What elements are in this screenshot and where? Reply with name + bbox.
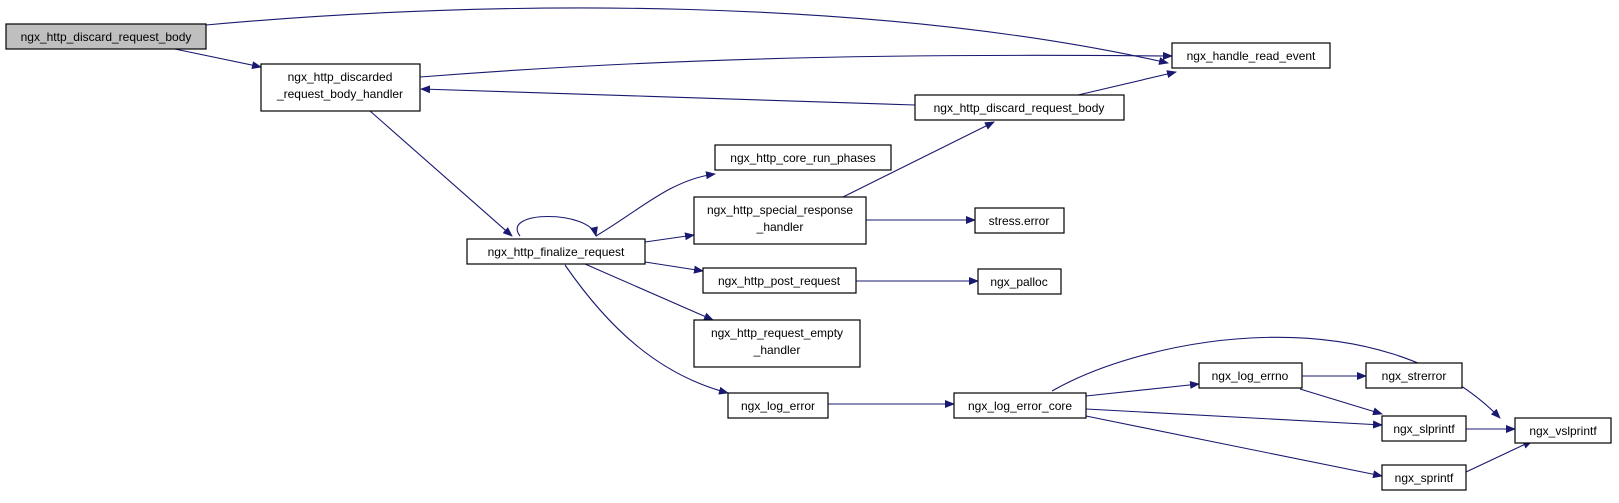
edge-log-errno-to-slprintf [1299,388,1383,416]
node-label: ngx_http_core_run_phases [730,151,875,165]
node-label-line2: _handler [753,343,801,357]
edge-discarded-handler-to-handle-read-event [419,51,1173,78]
node-label: ngx_http_discard_request_body [21,30,192,44]
node-ngx-palloc[interactable]: ngx_palloc [977,268,1062,295]
edge-finalize-request-to-special-response [644,232,695,243]
node-label: ngx_vslprintf [1529,424,1597,438]
node-ngx-strerror[interactable]: ngx_strerror [1365,362,1463,389]
node-ngx-http-discarded-request-body-handler[interactable]: ngx_http_discarded _request_body_handler [260,63,421,112]
node-label: ngx_handle_read_event [1187,49,1316,63]
node-root-ngx-http-discard-request-body[interactable]: ngx_http_discard_request_body [5,23,207,50]
node-label-line1: ngx_http_discarded [288,70,393,84]
nodes: ngx_http_discard_request_body ngx_http_d… [5,23,1612,491]
edge-discard-request-body-to-discarded-handler [420,85,916,106]
node-label: ngx_http_discard_request_body [934,101,1105,115]
node-label: ngx_slprintf [1393,422,1455,436]
node-ngx-slprintf[interactable]: ngx_slprintf [1381,415,1467,442]
edge-finalize-request-to-post-request [644,261,704,274]
node-label: ngx_palloc [990,275,1047,289]
node-ngx-http-request-empty-handler[interactable]: ngx_http_request_empty _handler [693,319,861,368]
edge-finalize-request-to-core-run-phases [595,171,716,237]
node-ngx-http-post-request[interactable]: ngx_http_post_request [702,267,857,294]
node-label-line1: ngx_http_request_empty [711,326,843,340]
node-ngx-http-finalize-request[interactable]: ngx_http_finalize_request [466,238,646,265]
node-ngx-http-special-response-handler[interactable]: ngx_http_special_response _handler [693,196,867,245]
node-label: ngx_log_error_core [968,399,1072,413]
edge-discard-request-body-to-handle-read-event [1077,70,1177,96]
edge-finalize-request-to-log-error [564,264,729,395]
node-label-line2: _handler [756,220,804,234]
node-ngx-http-core-run-phases[interactable]: ngx_http_core_run_phases [714,144,892,171]
node-ngx-log-error[interactable]: ngx_log_error [727,392,829,419]
edge-finalize-request-to-request-empty [584,263,714,321]
node-label: ngx_log_errno [1212,369,1289,383]
node-label: ngx_log_error [741,399,815,413]
edge-log-error-core-to-log-errno [1085,380,1200,397]
node-ngx-log-errno[interactable]: ngx_log_errno [1198,362,1303,389]
node-label: ngx_http_finalize_request [488,245,625,259]
node-stress-error[interactable]: stress.error [974,207,1065,234]
node-label: stress.error [989,214,1050,228]
node-ngx-log-error-core[interactable]: ngx_log_error_core [953,392,1087,419]
edge-sprintf-to-vslprintf [1465,440,1533,473]
node-ngx-sprintf[interactable]: ngx_sprintf [1381,464,1467,491]
node-label: ngx_strerror [1382,369,1447,383]
node-label-line2: _request_body_handler [276,87,403,101]
edge-special-response-to-discard-request-body [842,121,995,198]
node-ngx-http-discard-request-body[interactable]: ngx_http_discard_request_body [914,94,1125,121]
node-ngx-vslprintf[interactable]: ngx_vslprintf [1514,417,1612,444]
node-label: ngx_http_post_request [718,274,841,288]
edge-finalize-request-self-loop [516,216,598,237]
edge-log-error-core-to-sprintf [1085,415,1383,479]
edge-discarded-handler-to-finalize-request [369,110,513,237]
node-label: ngx_sprintf [1395,471,1454,485]
edge-root-to-handle-read-event [205,7,1169,65]
node-label-line1: ngx_http_special_response [707,203,853,217]
edges [169,7,1533,479]
edge-root-to-discarded-handler [169,47,262,70]
edge-log-error-core-to-slprintf [1085,408,1383,429]
node-ngx-handle-read-event[interactable]: ngx_handle_read_event [1171,42,1331,69]
